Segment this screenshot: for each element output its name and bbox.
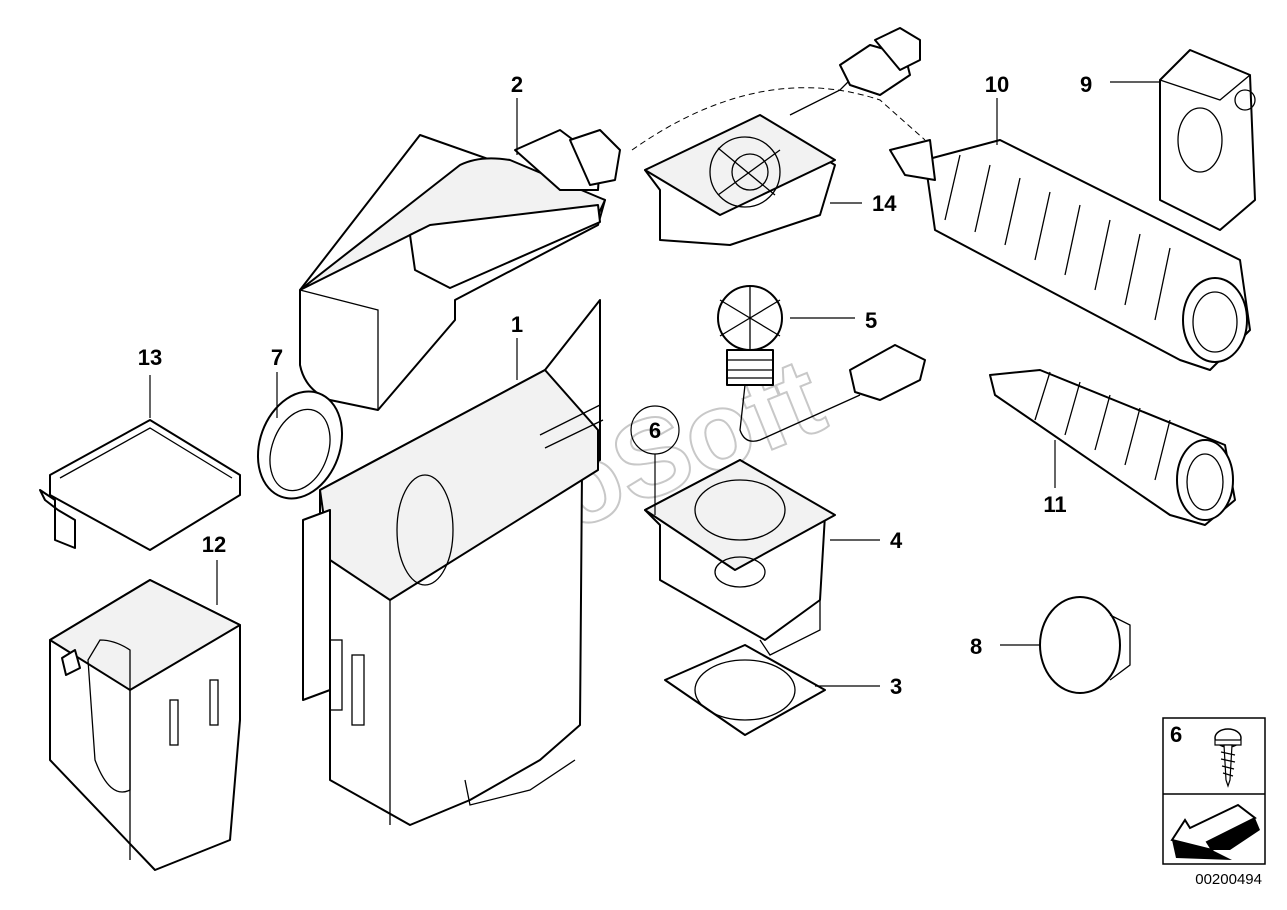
connector-14 [789, 27, 921, 116]
part-12-box [49, 579, 241, 871]
callout-7: 7 [271, 345, 283, 370]
part-9-plug [1159, 49, 1256, 231]
callout-8: 8 [970, 634, 982, 659]
part-1-housing [302, 299, 604, 826]
part-3-gasket [664, 644, 826, 736]
part-13-lid [39, 419, 241, 551]
dashed-guide-line [631, 87, 926, 151]
callout-4: 4 [890, 528, 903, 553]
callout-12: 12 [202, 532, 226, 557]
legend-item-number: 6 [1170, 722, 1182, 747]
callout-11: 11 [1043, 492, 1066, 517]
arrow-icon [1170, 803, 1260, 860]
callout-13: 13 [138, 345, 162, 370]
part-7-ring [256, 390, 344, 500]
callout-2: 2 [511, 72, 523, 97]
legend-box: 6 [1162, 717, 1266, 865]
part-8-grommet [1039, 596, 1131, 694]
part-10-bellows [889, 139, 1251, 371]
screw-icon [1214, 728, 1242, 788]
callout-1: 1 [511, 312, 523, 337]
part-2-cover [299, 129, 621, 411]
part-5-fan [717, 285, 926, 442]
callout-3: 3 [890, 674, 902, 699]
part-4-holder [644, 459, 836, 656]
callout-5: 5 [865, 308, 877, 333]
part-11-bellows [989, 369, 1236, 526]
callout-10: 10 [985, 72, 1009, 97]
callout-6: 6 [649, 418, 661, 443]
diagram-code: 00200494 [1195, 871, 1262, 888]
part-14-fan-unit [644, 114, 836, 246]
callout-14: 14 [872, 191, 897, 216]
callout-9: 9 [1080, 72, 1092, 97]
